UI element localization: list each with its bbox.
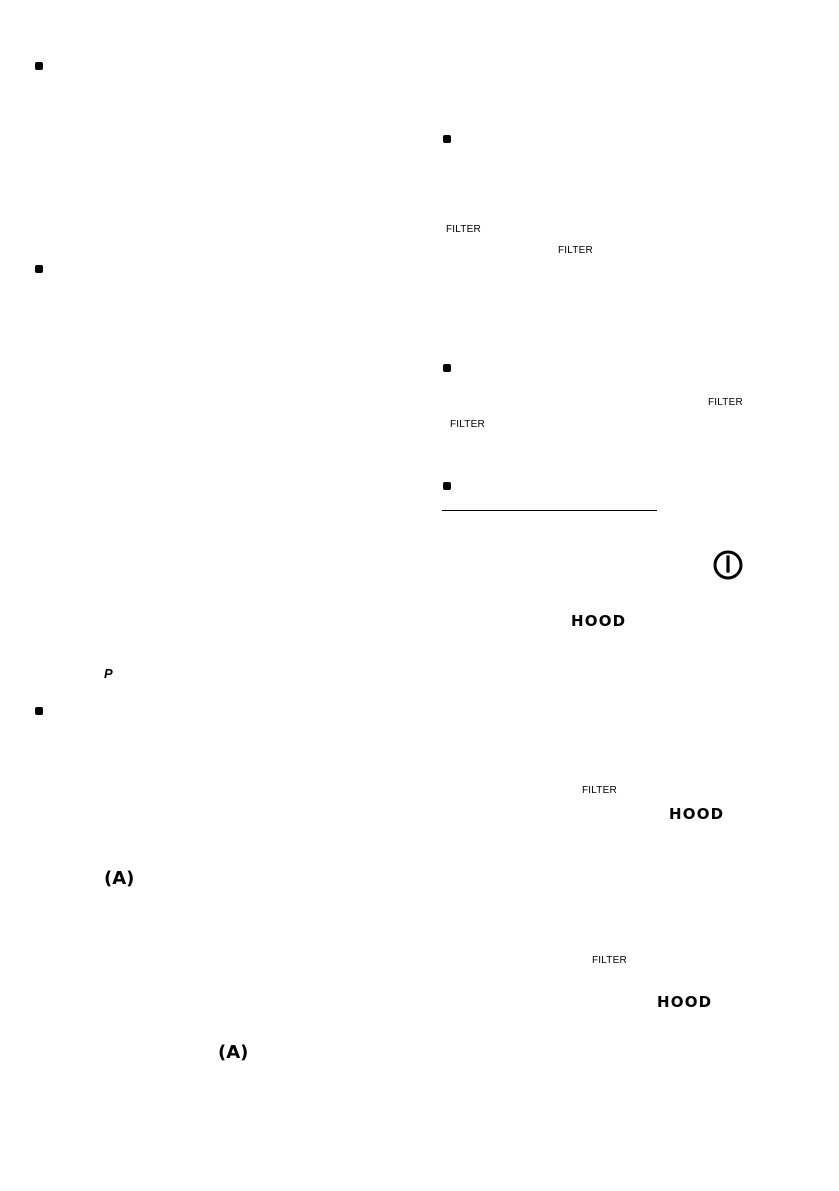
p-label: P xyxy=(104,666,113,681)
auto-mode-label: (A) xyxy=(104,868,135,889)
bullet-icon xyxy=(443,135,451,143)
hood-label: HOOD xyxy=(657,993,713,1011)
bullet-icon xyxy=(443,482,451,490)
filter-label: FILTER xyxy=(558,245,593,256)
bullet-icon xyxy=(35,707,43,715)
filter-label: FILTER xyxy=(708,397,743,408)
filter-label: FILTER xyxy=(582,785,617,796)
auto-mode-label: (A) xyxy=(218,1042,249,1063)
bullet-icon xyxy=(35,62,43,70)
power-icon xyxy=(713,550,743,580)
hood-label: HOOD xyxy=(669,805,725,823)
heading-underline xyxy=(442,510,657,511)
filter-label: FILTER xyxy=(592,955,627,966)
bullet-icon xyxy=(443,364,451,372)
filter-label: FILTER xyxy=(450,419,485,430)
bullet-icon xyxy=(35,265,43,273)
filter-label: FILTER xyxy=(446,224,481,235)
hood-label: HOOD xyxy=(571,612,627,630)
